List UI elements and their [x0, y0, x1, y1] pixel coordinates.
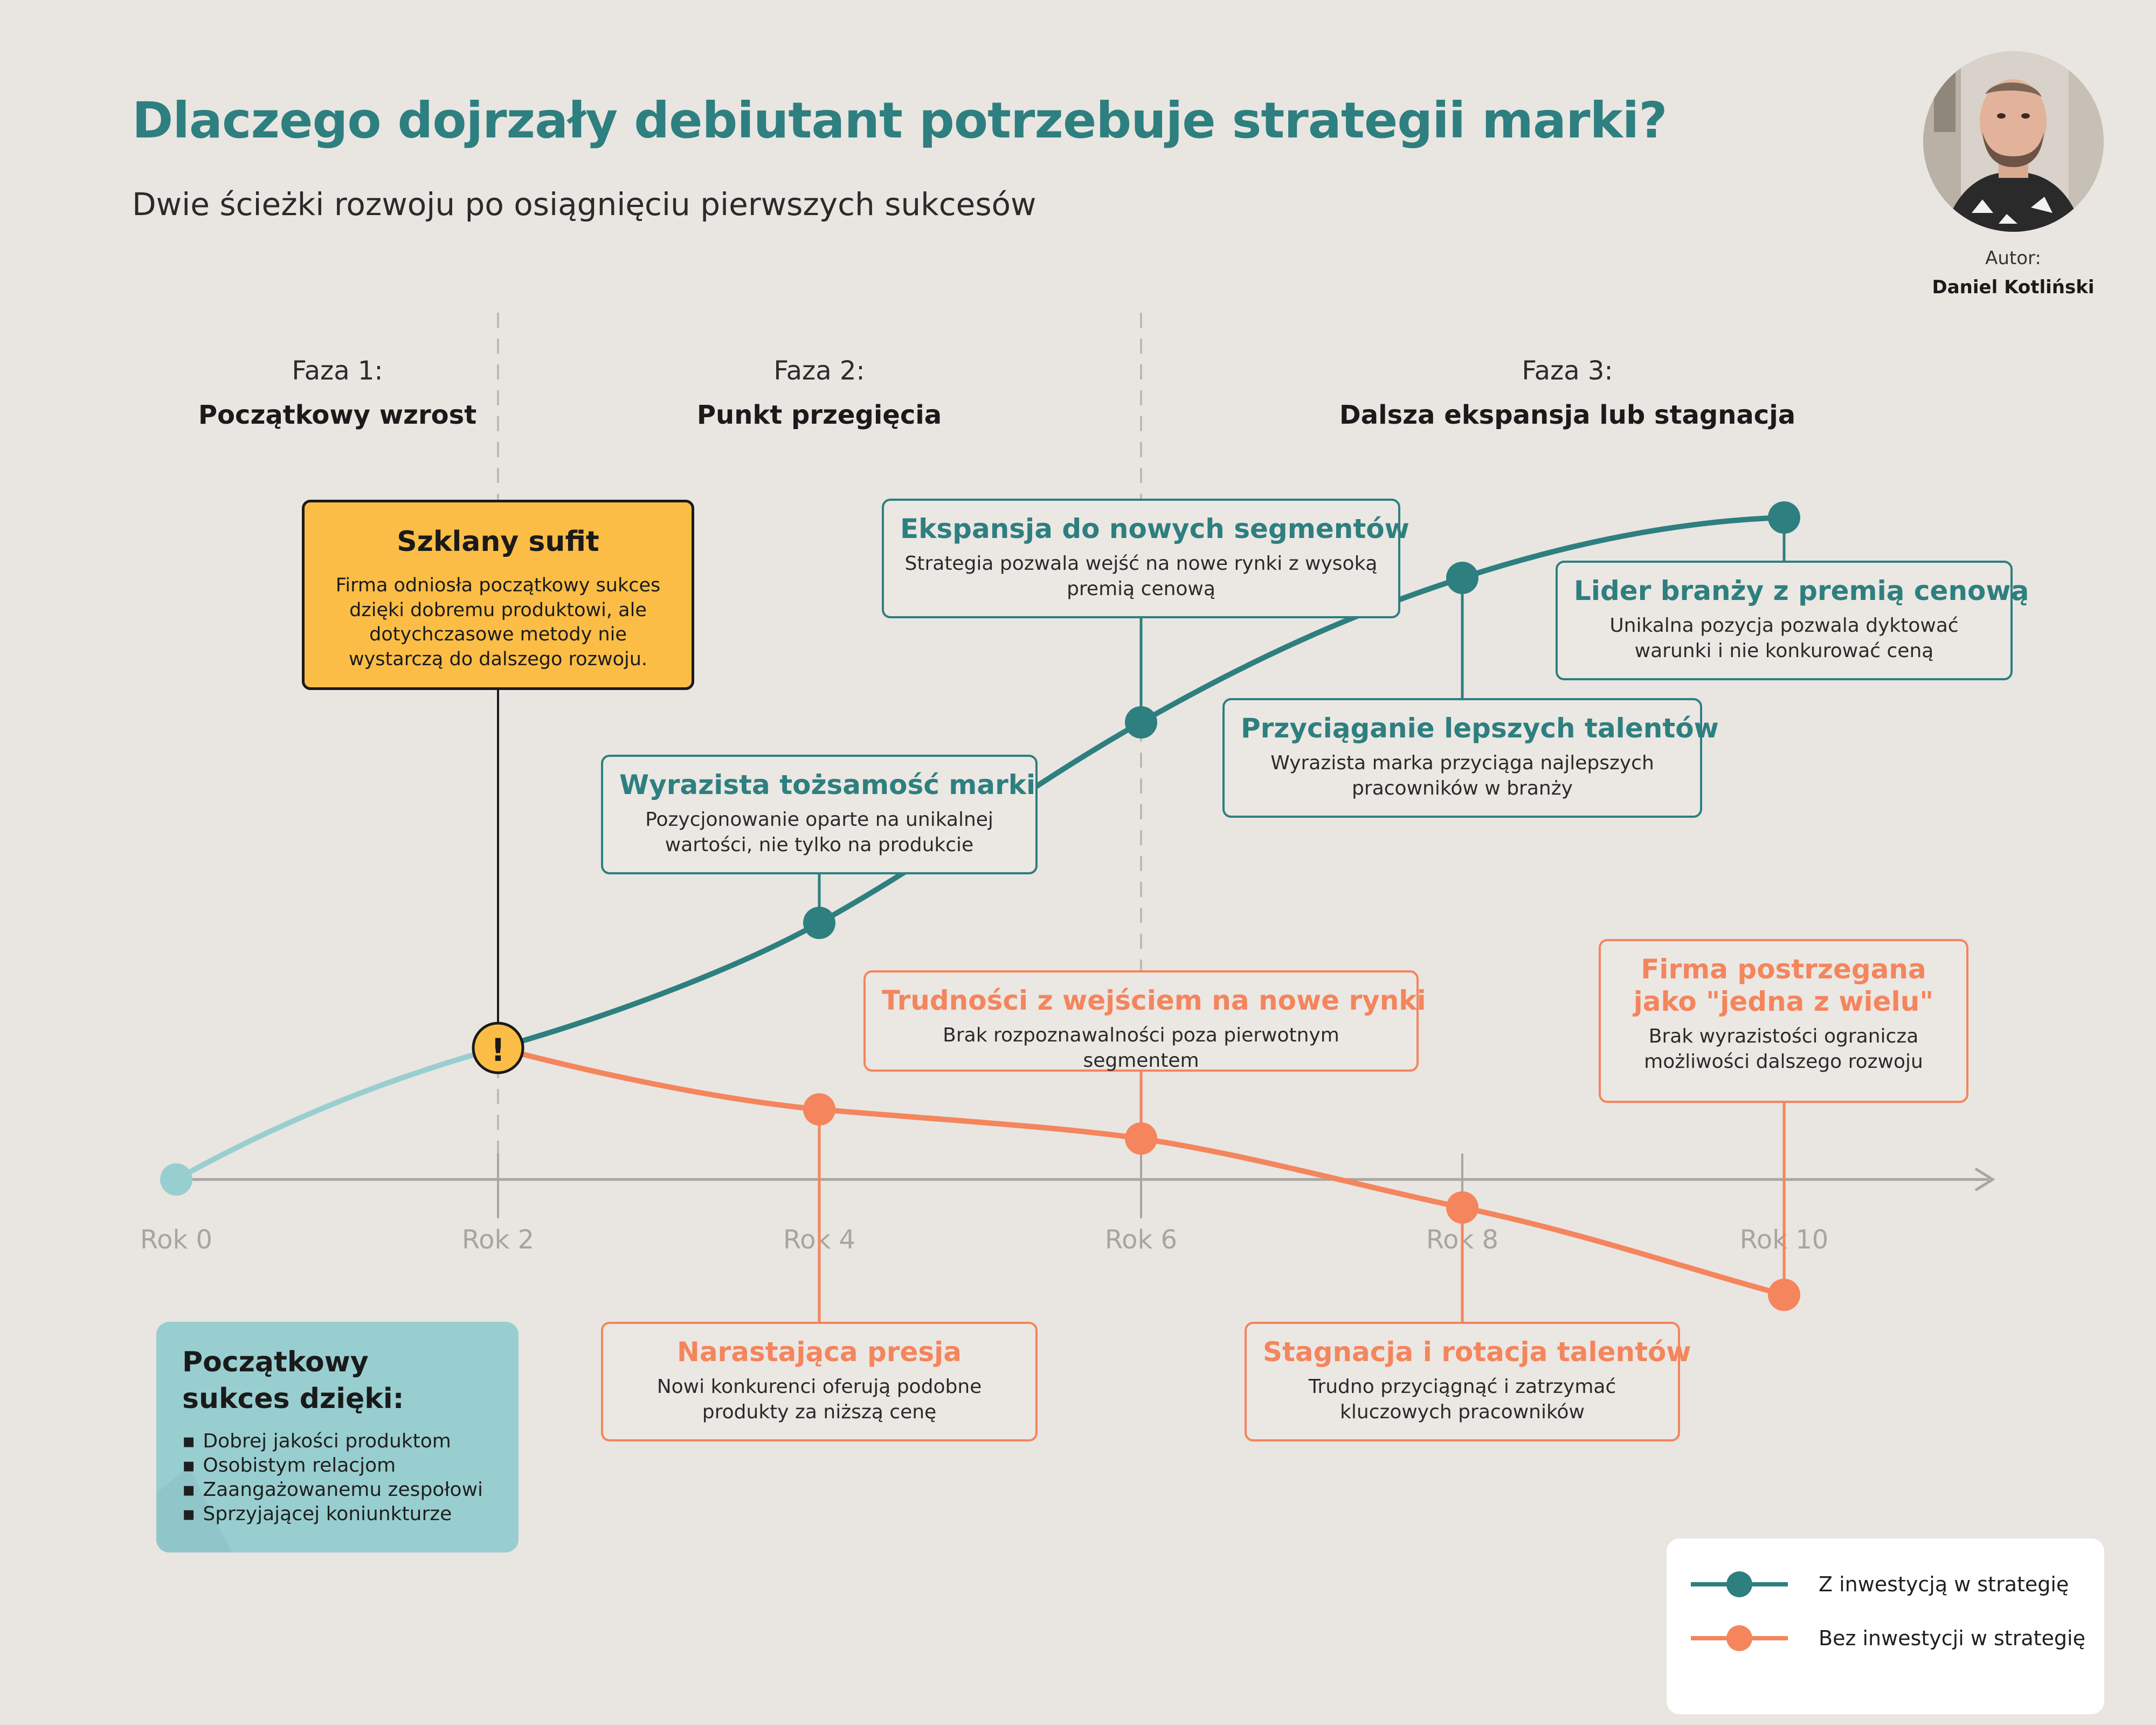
legend-without-strategy-label: Bez inwestycji w strategię	[1819, 1626, 2085, 1650]
card-new-markets-desc: Brak rozpoznawalności poza pierwotnym se…	[943, 1024, 1339, 1072]
legend-teal-line-icon	[1691, 1571, 1788, 1597]
legend-item-with-strategy: Z inwestycją w strategię	[1667, 1568, 2104, 1600]
phase-2: Faza 2: Punkt przegięcia	[577, 349, 1062, 437]
card-brand-identity-title: Wyrazista tożsamość marki	[619, 769, 1036, 801]
card-glass-ceiling-title: Szklany sufit	[397, 526, 599, 558]
card-one-of-many: Firma postrzegana jako "jedna z wielu" B…	[1599, 939, 1968, 1103]
list-item: Sprzyjającej koniunkturze	[182, 1502, 493, 1526]
list-item: Osobistym relacjom	[182, 1453, 493, 1478]
initial-growth-line	[174, 1045, 501, 1182]
axis-arrow-icon	[1974, 1167, 1995, 1192]
card-brand-identity-desc: Pozycjonowanie oparte na unikalnej warto…	[645, 809, 993, 856]
axis-label-rok-2: Rok 2	[462, 1225, 534, 1255]
list-item: Zaangażowanemu zespołowi	[182, 1478, 493, 1502]
orange-marker-rok-6	[1125, 1122, 1157, 1155]
card-talent-desc: Wyrazista marka przyciąga najlepszych pr…	[1270, 752, 1654, 799]
card-stagnation: Stagnacja i rotacja talentów Trudno przy…	[1245, 1322, 1691, 1441]
legend-orange-line-icon	[1691, 1625, 1788, 1651]
legend: Z inwestycją w strategię Bez inwestycji …	[1667, 1538, 2104, 1714]
card-industry-leader-title: Lider branży z premią cenową	[1574, 575, 2029, 606]
initial-success-box: Początkowy sukces dzięki: Dobrej jakości…	[156, 1322, 519, 1552]
card-one-of-many-desc: Brak wyrazistości ogranicza możliwości d…	[1644, 1025, 1923, 1073]
phase-1: Faza 1: Początkowy wzrost	[95, 349, 580, 437]
phase-3-number: Faza 3:	[1522, 356, 1613, 386]
author-block: Autor: Daniel Kotliński	[1897, 244, 2129, 302]
orange-marker-rok-8	[1446, 1191, 1478, 1224]
initial-success-title: Początkowy sukces dzięki:	[182, 1346, 404, 1415]
teal-marker-rok-6	[1125, 706, 1157, 739]
card-glass-ceiling-desc: Firma odniosła początkowy sukces dzięki …	[335, 575, 661, 670]
phase-3: Faza 3: Dalsza ekspansja lub stagnacja	[1325, 349, 1810, 437]
card-talent: Przyciąganie lepszych talentów Wyrazista…	[1222, 698, 1719, 818]
phase-3-name: Dalsza ekspansja lub stagnacja	[1339, 399, 1796, 430]
author-name: Daniel Kotliński	[1932, 277, 2095, 299]
card-one-of-many-title: Firma postrzegana jako "jedna z wielu"	[1633, 954, 1934, 1017]
list-item: Dobrej jakości produktom	[182, 1429, 493, 1453]
initial-success-list: Dobrej jakości produktom Osobistym relac…	[182, 1429, 493, 1526]
author-label: Autor:	[1985, 247, 2041, 269]
card-pressure-title: Narastająca presja	[676, 1336, 962, 1368]
card-brand-identity: Wyrazista tożsamość marki Pozycjonowanie…	[601, 755, 1038, 874]
card-expansion: Ekspansja do nowych segmentów Strategia …	[882, 499, 1409, 618]
card-industry-leader: Lider branży z premią cenową Unikalna po…	[1556, 561, 2029, 680]
phase-2-number: Faza 2:	[773, 356, 865, 386]
orange-marker-rok-4	[803, 1093, 835, 1126]
teal-marker-rok-8	[1446, 562, 1478, 594]
card-stagnation-desc: Trudno przyciągnąć i zatrzymać kluczowyc…	[1308, 1376, 1616, 1423]
card-new-markets: Trudności z wejściem na nowe rynki Brak …	[863, 970, 1426, 1072]
card-talent-title: Przyciąganie lepszych talentów	[1241, 713, 1719, 744]
card-expansion-title: Ekspansja do nowych segmentów	[900, 513, 1409, 544]
axis-label-rok-0: Rok 0	[140, 1225, 212, 1255]
card-pressure: Narastająca presja Nowi konkurenci oferu…	[601, 1322, 1038, 1441]
card-expansion-desc: Strategia pozwala wejść na nowe rynki z …	[904, 553, 1378, 600]
teal-marker-rok-4	[803, 907, 835, 939]
legend-with-strategy-label: Z inwestycją w strategię	[1819, 1572, 2069, 1596]
phase-2-name: Punkt przegięcia	[696, 399, 942, 430]
card-new-markets-title: Trudności z wejściem na nowe rynki	[882, 985, 1426, 1016]
teal-marker-rok-10	[1768, 501, 1800, 534]
page-title: Dlaczego dojrzały debiutant potrzebuje s…	[132, 92, 1668, 149]
page-subtitle: Dwie ścieżki rozwoju po osiągnięciu pier…	[132, 186, 1036, 223]
phase-1-number: Faza 1:	[292, 356, 383, 386]
warning-icon	[472, 1022, 524, 1074]
card-industry-leader-desc: Unikalna pozycja pozwala dyktować warunk…	[1609, 615, 1959, 662]
axis-label-rok-6: Rok 6	[1105, 1225, 1177, 1255]
start-point-marker	[160, 1163, 192, 1196]
card-glass-ceiling: Szklany sufit Firma odniosła początkowy …	[302, 500, 694, 690]
orange-marker-rok-10	[1768, 1279, 1800, 1311]
phase-1-name: Początkowy wzrost	[198, 399, 477, 430]
card-pressure-desc: Nowi konkurenci oferują podobne produkty…	[657, 1376, 982, 1423]
legend-item-without-strategy: Bez inwestycji w strategię	[1667, 1622, 2104, 1654]
warning-symbol: !	[491, 1032, 505, 1068]
card-stagnation-title: Stagnacja i rotacja talentów	[1263, 1336, 1691, 1368]
